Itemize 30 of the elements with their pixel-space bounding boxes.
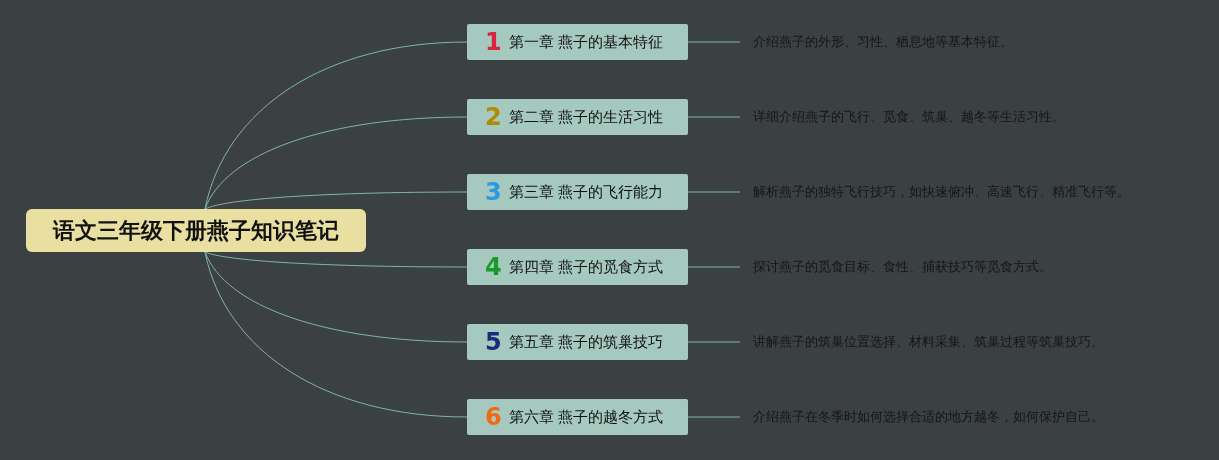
chapter-title: 第五章 燕子的筑巢技巧 — [508, 332, 664, 352]
connector-line — [687, 41, 741, 43]
connector-line — [204, 191, 468, 210]
connector-line — [204, 251, 468, 268]
chapter-title: 第六章 燕子的越冬方式 — [508, 407, 664, 427]
connector-line — [687, 191, 741, 193]
chapter-title: 第四章 燕子的觅食方式 — [508, 257, 664, 277]
chapter-title: 第三章 燕子的飞行能力 — [508, 182, 664, 202]
chapter-box — [467, 174, 688, 210]
chapter-number: 4 — [485, 255, 502, 279]
chapter-number: 1 — [485, 30, 502, 54]
chapter-number: 5 — [485, 330, 502, 354]
chapter-number: 2 — [485, 105, 502, 129]
connector-line — [687, 116, 741, 118]
chapter-box — [467, 249, 688, 285]
chapter-number: 3 — [485, 180, 502, 204]
connector-line — [687, 341, 741, 343]
connector-line — [687, 266, 741, 268]
chapter-box — [467, 24, 688, 60]
chapter-title: 第一章 燕子的基本特征 — [508, 32, 664, 52]
chapter-number: 6 — [485, 405, 502, 429]
topic-box: 语文三年级下册燕子知识笔记 — [26, 209, 366, 252]
chapter-box — [467, 99, 688, 135]
connector-line — [687, 416, 741, 418]
connector-line — [204, 116, 468, 210]
connector-line — [204, 251, 468, 418]
connector-line — [204, 251, 468, 343]
chapter-box — [467, 324, 688, 360]
chapter-title: 第二章 燕子的生活习性 — [508, 107, 664, 127]
chapter-box — [467, 399, 688, 435]
